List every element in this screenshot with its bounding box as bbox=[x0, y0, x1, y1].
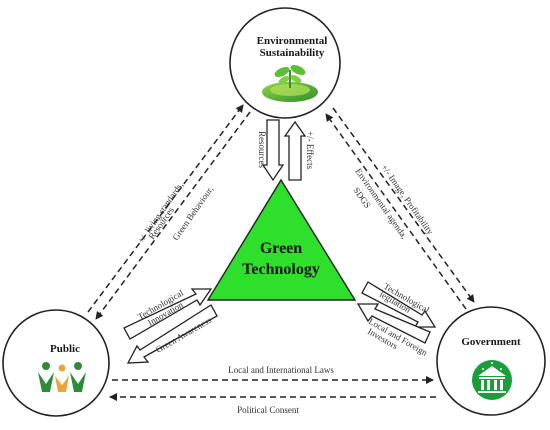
government-to-environment-dashed-arrow bbox=[325, 113, 467, 310]
green-awareness-arrow bbox=[126, 304, 218, 364]
laws-label: Local and International Laws bbox=[228, 365, 334, 375]
earth-plant-icon bbox=[262, 65, 318, 102]
environment-to-government-dashed-arrow bbox=[332, 107, 475, 303]
public-title: Public bbox=[50, 343, 80, 355]
environment-to-public-dashed-arrow bbox=[95, 111, 251, 320]
resources-arrow bbox=[261, 119, 285, 182]
effects-label: +/- Effects bbox=[305, 131, 315, 170]
investors-arrow bbox=[356, 303, 431, 344]
center-title-line1: Green bbox=[260, 240, 302, 257]
people-icon bbox=[38, 362, 86, 392]
technological-legislation-arrow bbox=[361, 281, 437, 328]
green-technology-triangle bbox=[206, 178, 357, 301]
technological-innovation-arrow bbox=[123, 288, 213, 340]
government-building-icon bbox=[472, 360, 512, 400]
consent-label: Political Consent bbox=[237, 405, 299, 415]
public-to-environment-dashed-arrow bbox=[87, 104, 244, 313]
environment-title-line2: Sustainability bbox=[260, 47, 325, 59]
government-title: Government bbox=[461, 336, 521, 348]
center-title-line2: Technology bbox=[242, 261, 320, 278]
environment-title-line1: Environmental bbox=[257, 35, 328, 47]
effects-arrow bbox=[283, 120, 307, 181]
resources-label: Resources bbox=[257, 131, 267, 168]
public-node bbox=[2, 309, 110, 417]
